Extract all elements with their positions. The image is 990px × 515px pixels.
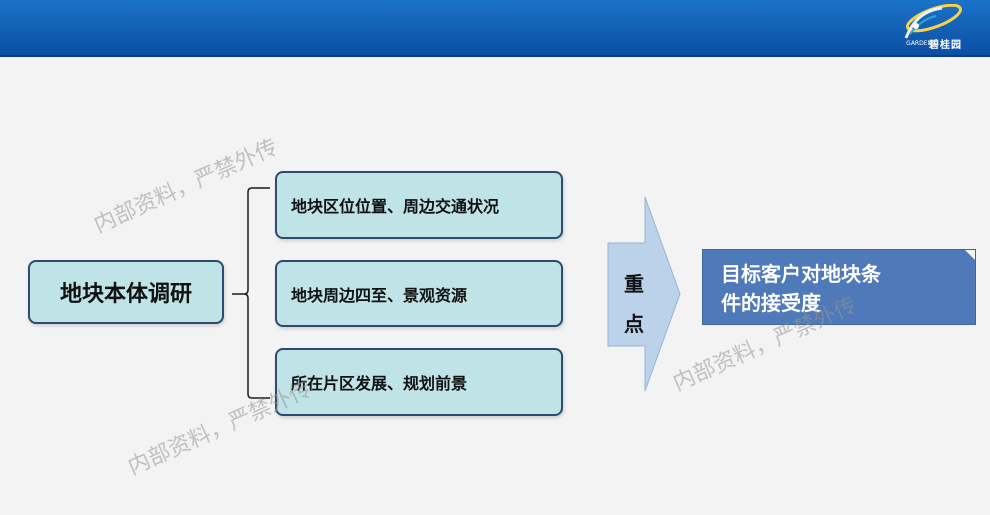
focus-arrow-shape <box>607 196 681 392</box>
main-topic-box: 地块本体调研 <box>28 260 224 324</box>
research-item-location: 地块区位位置、周边交通状况 <box>275 171 563 239</box>
arrow-label-bottom: 点 <box>624 312 644 336</box>
result-corner-fold <box>965 250 975 260</box>
logo-text: 碧桂园 <box>929 40 962 51</box>
research-item-surroundings: 地块周边四至、景观资源 <box>275 260 563 327</box>
company-logo <box>904 4 962 39</box>
result-line-1: 目标客户对地块条 <box>721 262 881 286</box>
arrow-label-top: 重 <box>624 272 644 296</box>
header-bar: 碧桂园 GARDEN <box>0 0 990 57</box>
result-line-2: 件的接受度 <box>721 291 821 315</box>
brace-line <box>232 187 270 399</box>
logo-subtext: GARDEN <box>906 40 932 47</box>
result-box: 目标客户对地块条 件的接受度 <box>702 249 976 325</box>
research-item-area-development: 所在片区发展、规划前景 <box>275 348 563 416</box>
